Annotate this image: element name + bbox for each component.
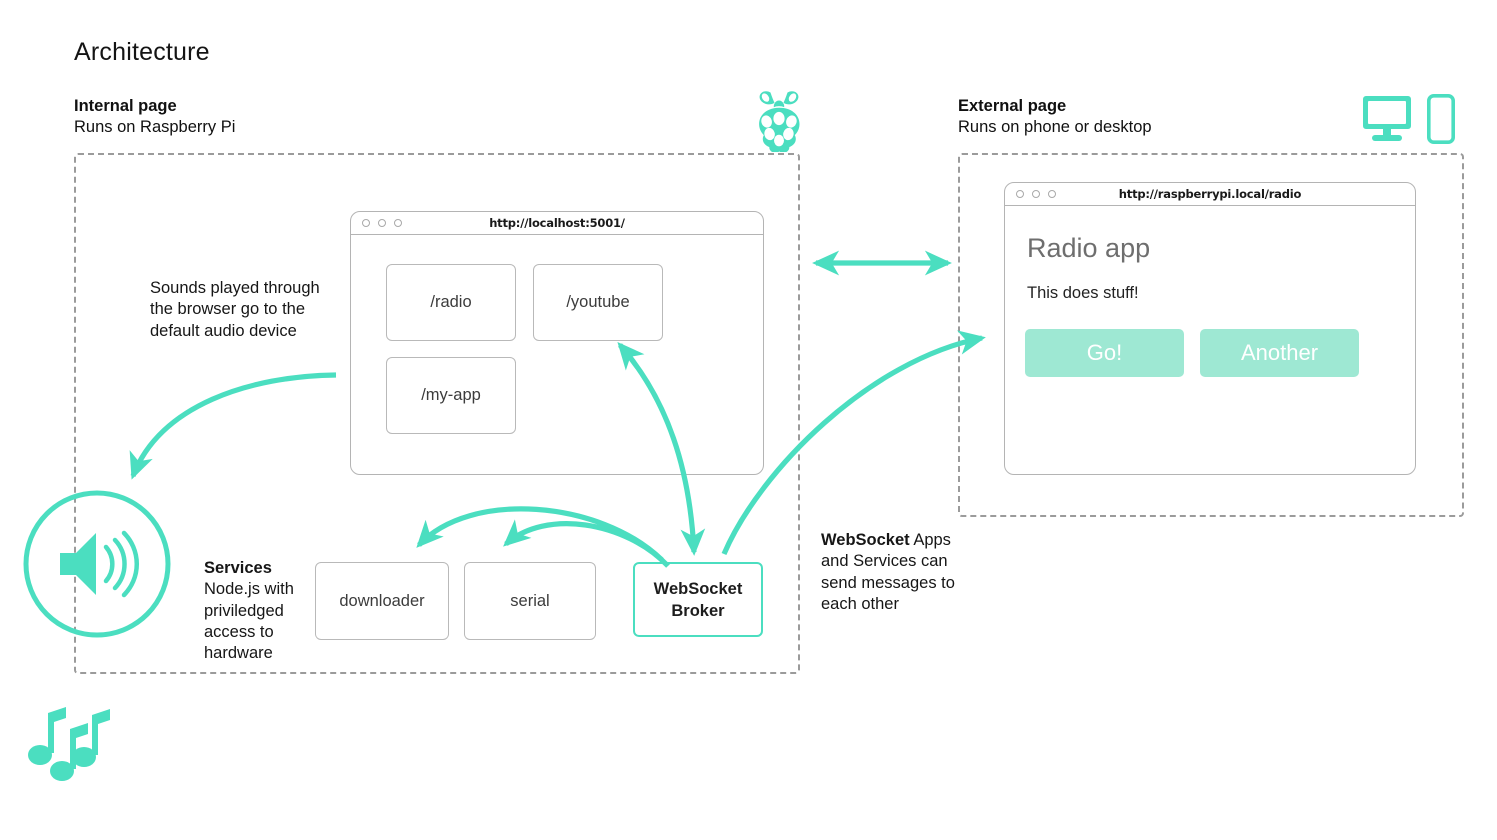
services-caption-body: Node.js with priviledged access to hardw… [204, 580, 294, 663]
service-box-websocket-broker[interactable]: WebSocket Broker [633, 562, 763, 637]
external-page-header: External page Runs on phone or desktop [958, 96, 1152, 138]
service-label: downloader [339, 592, 425, 610]
internal-browser-titlebar: http://localhost:5001/ [351, 212, 763, 235]
another-button-label: Another [1240, 340, 1319, 365]
service-box-serial[interactable]: serial [464, 562, 596, 640]
external-browser-titlebar: http://raspberrypi.local/radio [1005, 183, 1415, 206]
internal-browser-url[interactable]: http://localhost:5001/ [489, 216, 625, 230]
go-button[interactable]: Go! [1025, 329, 1184, 377]
internal-page-subheading: Runs on Raspberry Pi [74, 118, 236, 136]
radio-app-title: Radio app [1027, 233, 1151, 263]
service-label: serial [510, 592, 550, 610]
zoom-dot-icon[interactable] [1048, 190, 1056, 198]
external-browser-window-controls[interactable] [1016, 190, 1056, 198]
zoom-dot-icon[interactable] [394, 219, 402, 227]
internal-browser-window-controls[interactable] [362, 219, 402, 227]
route-box-my-app[interactable]: /my-app [386, 357, 516, 434]
internal-page-header: Internal page Runs on Raspberry Pi [74, 96, 235, 138]
another-button[interactable]: Another [1200, 329, 1359, 377]
route-label: /youtube [566, 293, 630, 311]
desktop-monitor-icon [1363, 96, 1411, 142]
services-caption-title: Services [204, 559, 272, 577]
minimize-dot-icon[interactable] [1032, 190, 1040, 198]
raspberry-pi-icon [752, 90, 806, 153]
service-box-downloader[interactable]: downloader [315, 562, 449, 640]
music-notes-icon [22, 705, 112, 785]
route-label: /my-app [421, 386, 481, 404]
page-title: Architecture [74, 38, 210, 66]
internal-page-heading: Internal page [74, 97, 177, 115]
external-browser-url[interactable]: http://raspberrypi.local/radio [1118, 187, 1302, 201]
external-page-subheading: Runs on phone or desktop [958, 118, 1152, 136]
websocket-caption-title: WebSocket [821, 531, 910, 549]
external-browser-window[interactable]: http://raspberrypi.local/radio Radio app… [1004, 182, 1416, 475]
route-box-radio[interactable]: /radio [386, 264, 516, 341]
sounds-caption: Sounds played through the browser go to … [150, 279, 320, 340]
websocket-caption: WebSocket Apps and Services can send mes… [821, 530, 966, 615]
service-label: WebSocket Broker [653, 579, 743, 620]
services-caption: Services Node.js with priviledged access… [204, 558, 314, 664]
internal-browser-window[interactable]: http://localhost:5001/ /radio /youtube /… [350, 211, 764, 475]
go-button-label: Go! [1086, 340, 1123, 365]
mobile-phone-icon [1426, 93, 1455, 145]
external-page-heading: External page [958, 97, 1067, 115]
minimize-dot-icon[interactable] [378, 219, 386, 227]
radio-app-subtitle: This does stuff! [1027, 284, 1139, 302]
close-dot-icon[interactable] [1016, 190, 1024, 198]
close-dot-icon[interactable] [362, 219, 370, 227]
route-box-youtube[interactable]: /youtube [533, 264, 663, 341]
route-label: /radio [430, 293, 472, 311]
speaker-volume-icon [22, 489, 172, 639]
